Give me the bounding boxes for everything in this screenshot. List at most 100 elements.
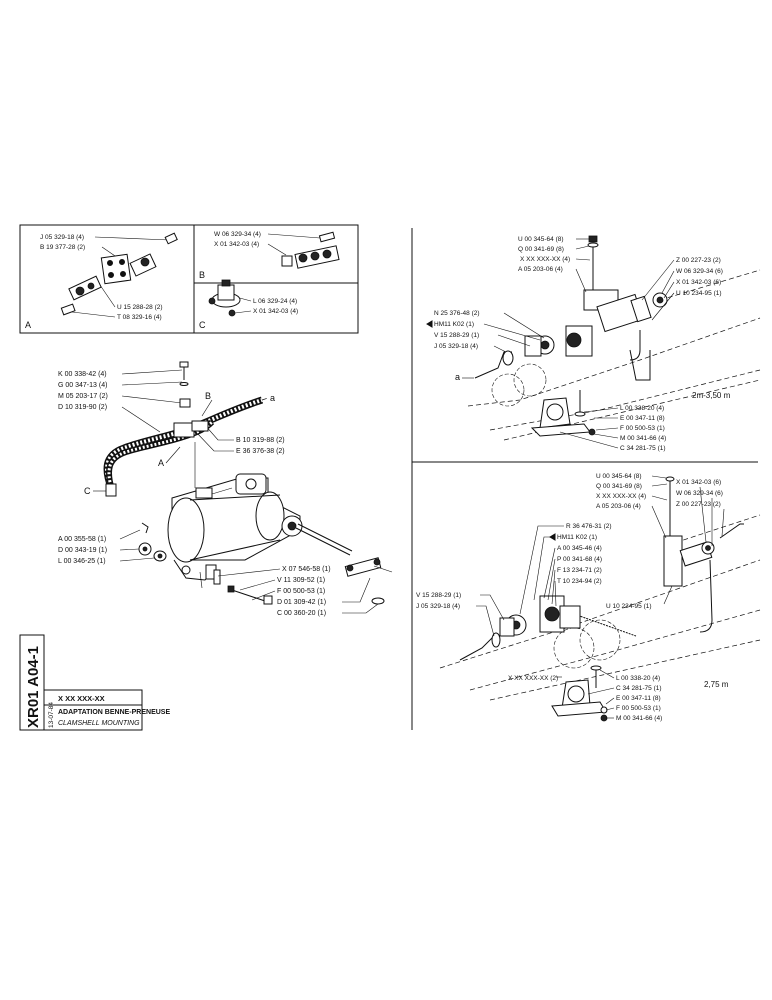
- ur-leader-x2: [663, 281, 675, 299]
- lr-leader-z: [721, 508, 725, 537]
- lr-leader-u: [651, 475, 667, 479]
- main-leader-v: [239, 579, 276, 591]
- ur-leader-hm: [483, 323, 541, 341]
- main-label-a: A 00 355-58 (1): [58, 536, 106, 543]
- main-ref-c: C: [84, 486, 91, 496]
- lr-label-l: L 00 338-20 (4): [616, 675, 660, 682]
- lr-label-x2: X 01 342-03 (6): [676, 479, 721, 486]
- ur-label-f: F 00 500-53 (1): [620, 425, 665, 432]
- title-drawing-number: XR01 A04-1: [25, 646, 42, 728]
- main-leader-d2: [119, 548, 140, 551]
- lr-label-j: J 05 329-18 (4): [416, 603, 460, 610]
- lr-label-x: X XX XXX-XX (4): [596, 493, 646, 500]
- lr-leader-a2: [543, 547, 556, 599]
- main-label-x: X 07 546-58 (1): [282, 566, 331, 573]
- main-leader-x: [217, 568, 281, 577]
- main-leader-e: [195, 431, 234, 452]
- lr-leader-q: [651, 483, 668, 487]
- panel-c-label-1: L 06 329-24 (4): [253, 298, 297, 305]
- title-french: ADAPTATION BENNE-PRENEUSE: [58, 709, 170, 716]
- main-label-e: E 36 376-38 (2): [236, 448, 285, 455]
- panel-a-leader-4: [71, 311, 116, 318]
- lr-leader-c: [587, 687, 615, 695]
- panel-a-label-2: B 19 377-28 (2): [40, 244, 85, 251]
- lr-label-r: R 36 476-31 (2): [566, 523, 612, 530]
- ur-label-hm: HM11 K02 (1): [434, 321, 474, 328]
- main-label-c: C 00 360-20 (1): [277, 610, 326, 617]
- main-leader-f: [251, 590, 276, 601]
- ur-label-e: E 00 347-11 (8): [620, 415, 665, 422]
- lr-label-f2: F 00 500-53 (1): [616, 705, 661, 712]
- lr-leader-x2: [699, 486, 707, 543]
- main-ref-b-arrow: [201, 399, 213, 417]
- ur-leader-m: [593, 433, 619, 439]
- panel-a-label-4: T 08 329-16 (4): [117, 314, 162, 321]
- main-label-d3: D 01 309-42 (1): [277, 599, 326, 606]
- title-date: 13-07-84: [48, 702, 55, 728]
- lr-leader-x: [651, 495, 668, 501]
- detail-panels: A B C J 05 329-18 (4) B 19 377-28 (2) U …: [19, 224, 359, 334]
- lr-leader-f: [551, 569, 556, 605]
- lr-label-f: F 13 234-71 (2): [557, 567, 602, 574]
- ur-label-w: W 06 329-34 (6): [676, 268, 723, 275]
- ur-leader-l: [583, 407, 619, 413]
- ur-label-u: U 00 345-64 (8): [518, 236, 564, 243]
- ur-leader-w: [661, 270, 675, 294]
- lr-leader-p: [547, 558, 556, 601]
- main-label-d: D 10 319-90 (2): [58, 404, 107, 411]
- lr-leader-f2: [605, 707, 615, 711]
- lower-right-view: U 00 345-64 (8) Q 00 341-69 (8) X XX XXX…: [416, 473, 761, 722]
- lr-label-p: P 00 341-68 (4): [557, 556, 602, 563]
- lr-label-e: E 00 347-11 (8): [616, 695, 661, 702]
- ur-label-l: L 00 338-20 (4): [620, 405, 664, 412]
- ur-label-c: C 34 281-75 (1): [620, 445, 666, 452]
- main-label-v: V 11 309-52 (1): [277, 577, 325, 584]
- main-leader-k: [121, 369, 183, 375]
- main-ref-a-upper: A: [158, 458, 164, 468]
- lr-label-hm: HM11 K02 (1): [557, 534, 597, 541]
- panel-c-letter: C: [199, 320, 206, 330]
- panel-c-label-2: X 01 342-03 (4): [253, 308, 298, 315]
- clamshell-body: [167, 473, 303, 589]
- main-leader-l: [119, 557, 155, 562]
- lr-label-t: T 10 234-94 (2): [557, 578, 602, 585]
- panel-a-part-sketch: [60, 232, 178, 316]
- lr-label-a: A 05 203-06 (4): [596, 503, 641, 510]
- upper-right-view: U 00 345-64 (8) Q 00 341-69 (8) X XX XXX…: [426, 235, 761, 452]
- main-leader-g: [121, 381, 183, 386]
- main-leader-c: [342, 603, 379, 614]
- ur-label-x: X XX XXX-XX (4): [520, 256, 570, 263]
- lr-leader-u2: [663, 585, 673, 605]
- main-label-l: L 00 346-25 (1): [58, 558, 106, 565]
- lr-label-z: Z 00 227-23 (2): [676, 501, 721, 508]
- lr-leader-v: [480, 594, 505, 621]
- main-leader-m: [121, 395, 183, 404]
- ur-leader-x: [575, 258, 591, 261]
- main-assembly: K 00 338-42 (4) G 00 347-13 (4) M 05 203…: [58, 361, 393, 617]
- small-parts-left: [138, 522, 167, 562]
- ur-label-u2: U 10 234-95 (1): [676, 290, 722, 297]
- lr-leader-e: [605, 697, 615, 705]
- lr-leader-a: [651, 505, 667, 539]
- ur-hm-arrow-icon: [426, 320, 433, 328]
- ur-label-n: N 25 376-48 (2): [434, 310, 480, 317]
- title-english: CLAMSHELL MOUNTING: [58, 720, 140, 727]
- main-leader-d3: [342, 577, 371, 603]
- ur-leader-z: [641, 259, 675, 301]
- main-leader-b: [203, 423, 234, 441]
- ur-label-a: A 05 203-06 (4): [518, 266, 563, 273]
- lr-leader-r: [519, 525, 564, 615]
- main-ref-a: a: [270, 393, 275, 403]
- ur-label-x2: X 01 342-03 (6): [676, 279, 721, 286]
- ur-leader-c: [559, 431, 619, 449]
- bolt-bracket: [173, 361, 209, 488]
- main-leader-d: [121, 406, 161, 433]
- lr-leader-hm: [533, 536, 554, 601]
- panel-c-frame: [193, 282, 359, 334]
- panel-b-part-sketch: [281, 231, 340, 269]
- lr-label-xx: X XX XXX-XX (2): [508, 675, 558, 682]
- lr-label-v: V 15 288-29 (1): [416, 592, 461, 599]
- main-ref-b: B: [205, 391, 211, 401]
